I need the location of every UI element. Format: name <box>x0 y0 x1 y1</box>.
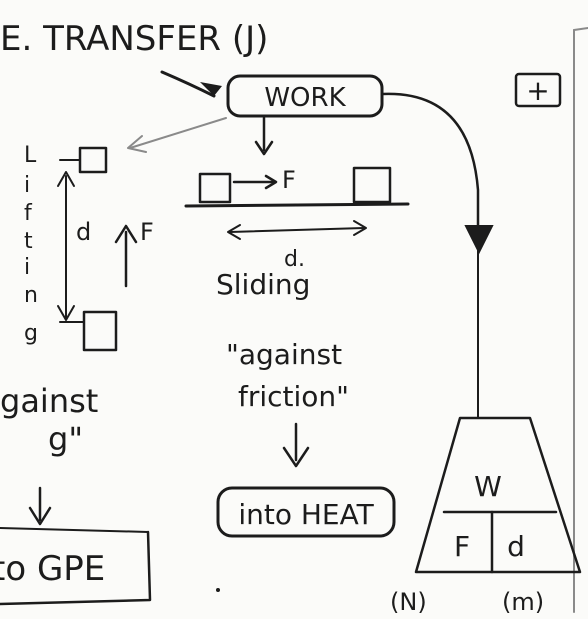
svg-text:i: i <box>24 173 30 198</box>
svg-text:L: L <box>24 143 37 168</box>
svg-text:n: n <box>24 283 38 308</box>
slide-distance-right-icon <box>353 220 367 236</box>
title-text: E. TRANSFER (J) <box>0 19 268 59</box>
ink-dot <box>216 588 220 592</box>
slide-label: Sliding <box>216 268 310 301</box>
triangle-arrowhead-icon <box>464 225 494 255</box>
triangle-d: d <box>507 530 525 563</box>
triangle-f: F <box>454 530 470 563</box>
unit-metres: (m) <box>502 588 544 616</box>
svg-text:f: f <box>24 201 33 226</box>
title-to-work-arrow <box>160 70 216 98</box>
formula-triangle <box>414 416 582 574</box>
slide-distance-label: d. <box>284 247 305 272</box>
plus-button[interactable] <box>514 72 562 108</box>
svg-text:g: g <box>24 321 38 346</box>
slide-against-line1: "against <box>226 338 342 371</box>
slide-force-arrowhead-icon <box>264 174 278 190</box>
page-frame-top <box>573 27 588 31</box>
work-to-lifting-arrow <box>129 117 227 149</box>
work-label: WORK <box>264 83 346 113</box>
lift-box-bottom <box>82 310 118 352</box>
triangle-w: W <box>474 470 502 503</box>
lift-distance-up-icon <box>57 171 75 187</box>
lift-d-label: d <box>76 218 91 246</box>
heat-box <box>216 486 396 538</box>
slide-force-label: F <box>282 166 296 194</box>
svg-text:i: i <box>24 255 30 280</box>
title-arrowhead-icon <box>200 82 222 96</box>
lift-against-line2: g" <box>48 420 83 458</box>
svg-text:t: t <box>24 229 33 254</box>
gpe-box-top <box>0 527 149 533</box>
lift-box-top <box>78 146 108 174</box>
work-box <box>226 74 384 118</box>
slide-box-start <box>198 172 232 204</box>
unit-newtons: (N) <box>390 588 427 616</box>
sliding-arrowhead-icon <box>254 140 274 156</box>
work-to-triangle-arrow <box>380 92 480 232</box>
slide-surface <box>184 202 410 208</box>
plus-icon: + <box>526 74 549 107</box>
slide-result: into HEAT <box>238 498 374 531</box>
lift-force-label: F <box>140 218 154 246</box>
lifting-arrowhead-icon <box>127 135 147 153</box>
gpe-box <box>0 530 152 606</box>
lift-against-line1: gainst <box>0 382 98 420</box>
slide-box-end <box>352 166 392 204</box>
lift-distance-down-icon <box>57 305 75 321</box>
lift-result-arrowhead-icon <box>28 506 52 526</box>
lifting-vertical-label: L i f t i n g <box>24 143 38 346</box>
slide-distance-left-icon <box>227 224 241 240</box>
lift-force-up-icon <box>114 224 138 244</box>
slide-distance-arrow <box>229 227 365 233</box>
slide-result-arrowhead-icon <box>282 446 310 468</box>
lift-result: to GPE <box>0 549 105 589</box>
slide-against-line2: friction" <box>238 380 349 413</box>
